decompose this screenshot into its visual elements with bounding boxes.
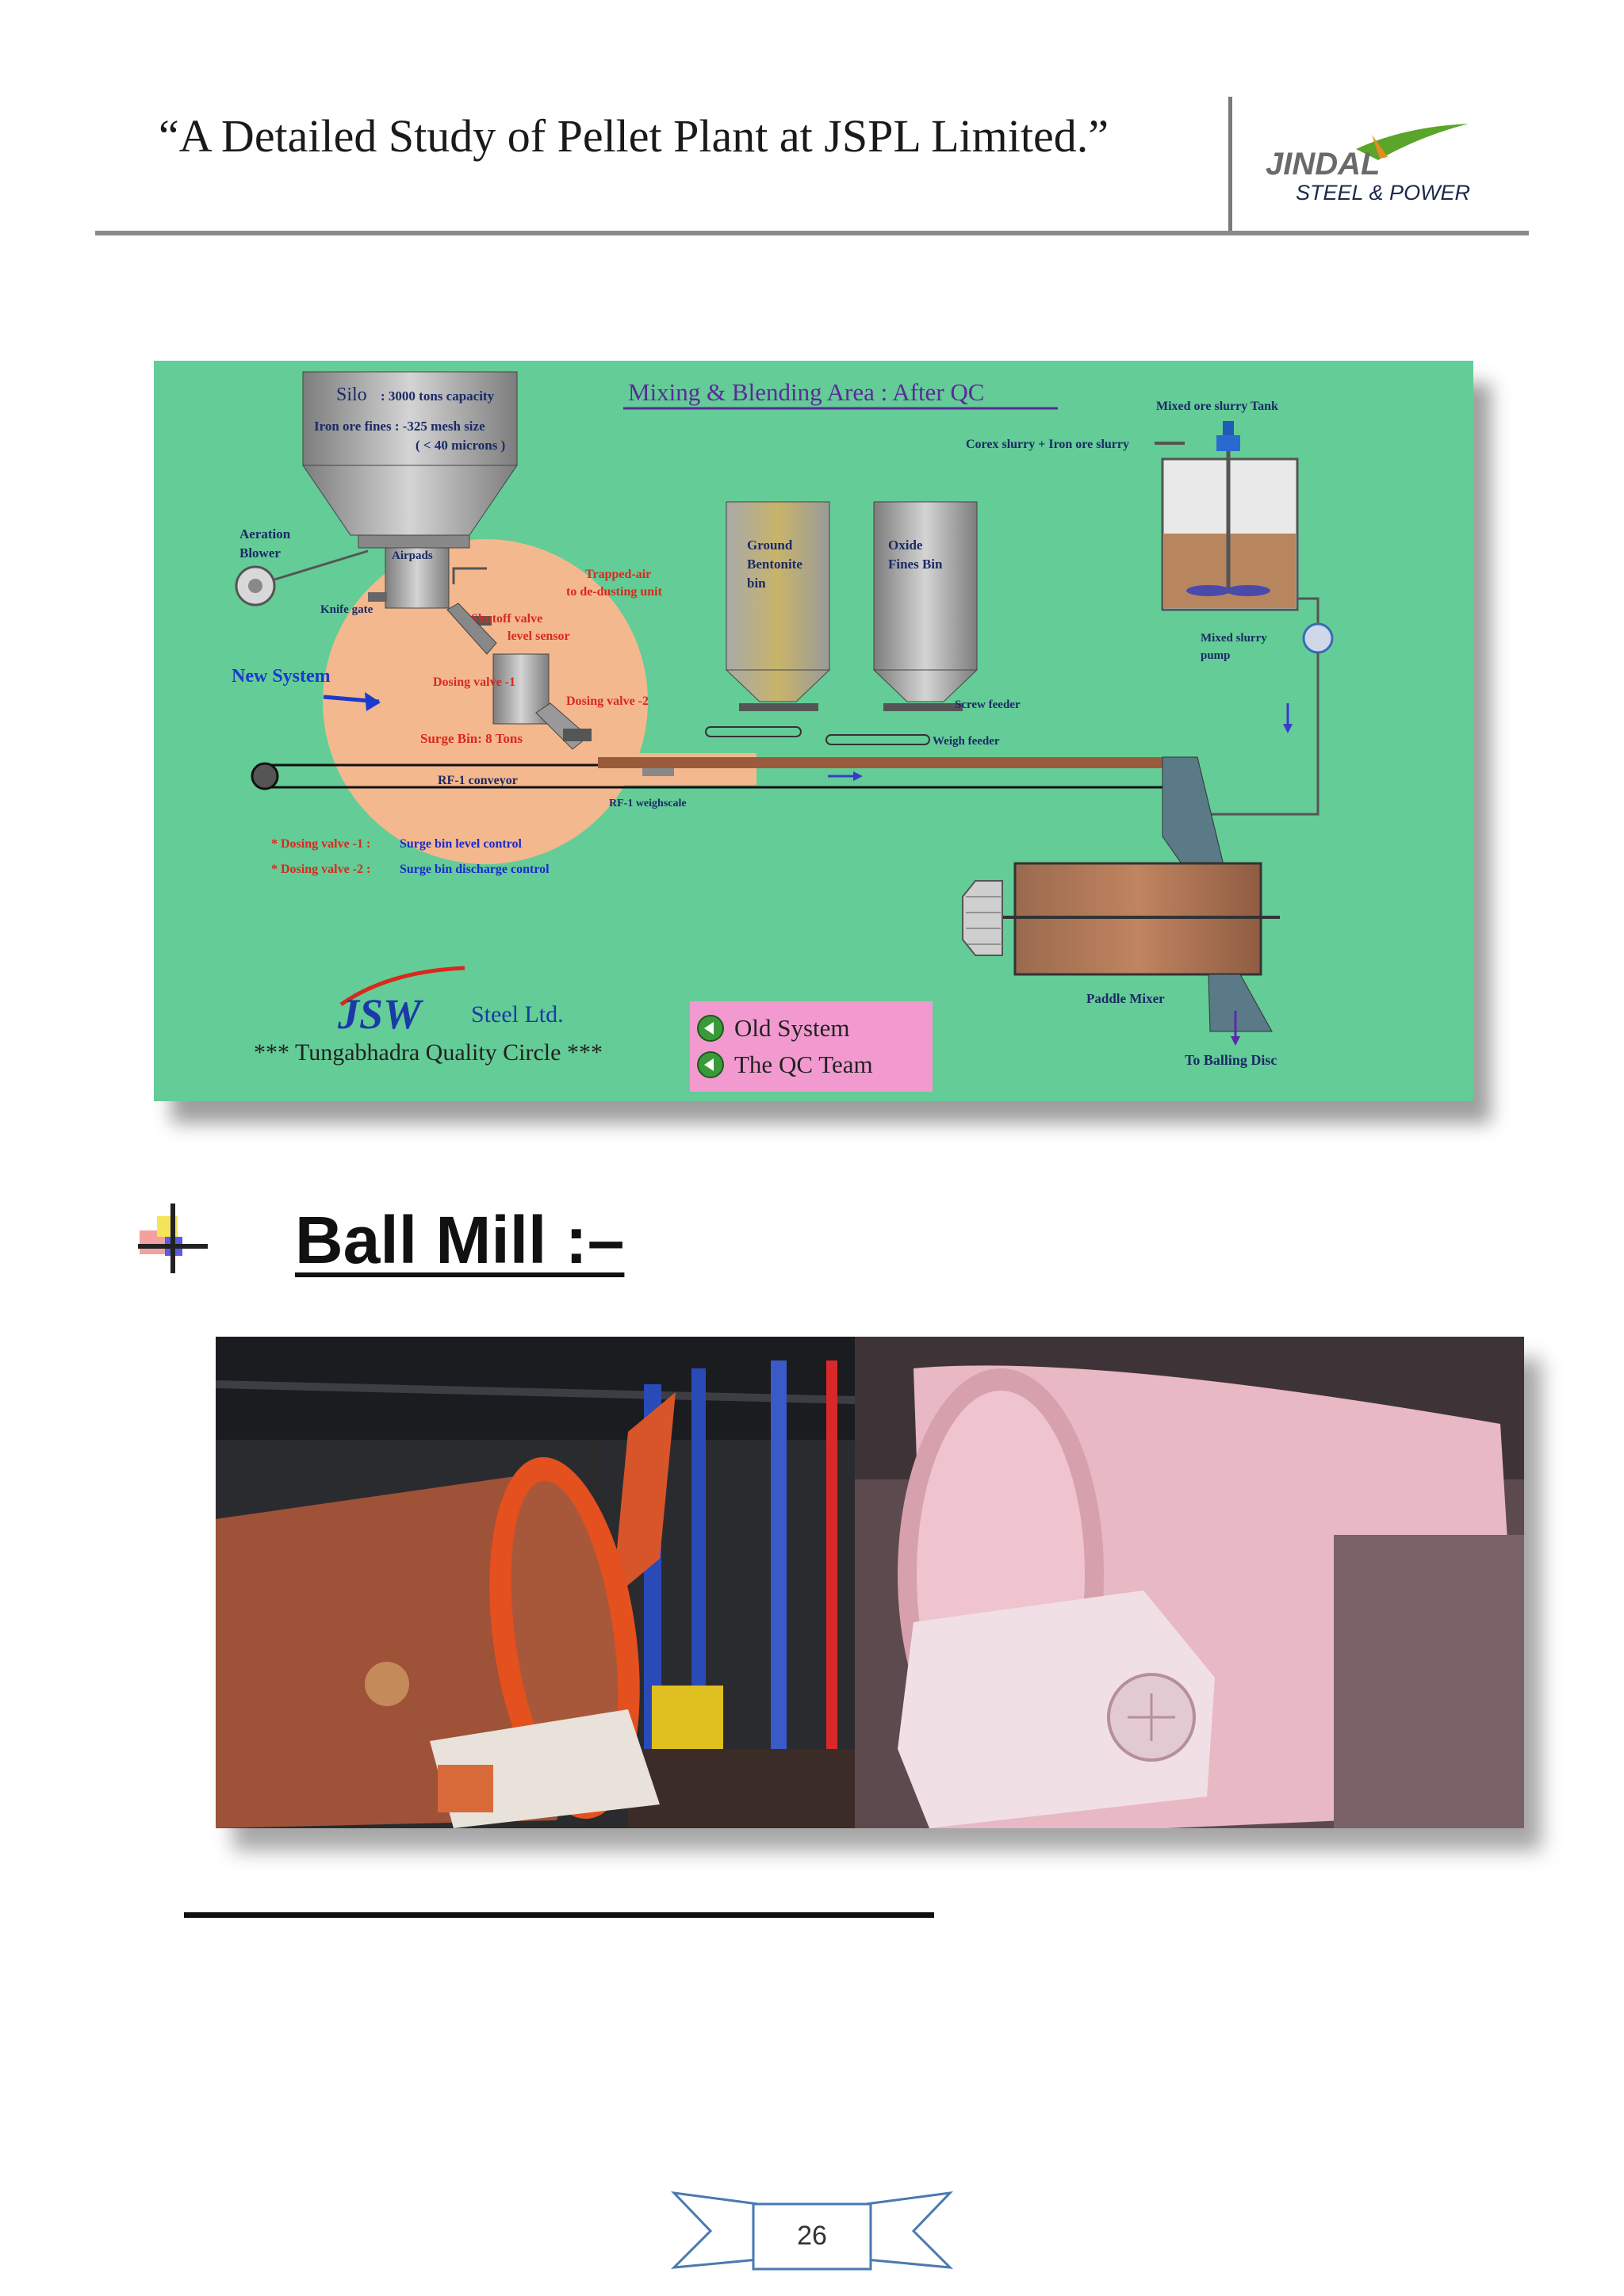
mixed-tank-label: Mixed ore slurry Tank	[1156, 400, 1278, 413]
dosing-valve-2-label: Dosing valve -2	[566, 695, 649, 708]
mixer-discharge	[1208, 974, 1273, 1032]
tank-motor	[1223, 421, 1234, 435]
mixing-blending-diagram: Silo : 3000 tons capacity Iron ore fines…	[154, 361, 1473, 1101]
new-system-label: New System	[232, 666, 331, 687]
note-2-key: * Dosing valve -2 :	[271, 863, 370, 876]
trapped-air-2: to de-dusting unit	[566, 585, 663, 599]
corex-label: Corex slurry + Iron ore slurry	[966, 438, 1129, 451]
rf1-weighscale-label: RF-1 weighscale	[609, 798, 687, 809]
dosing-valve-1-label: Dosing valve -1	[433, 675, 515, 689]
weigh-feeder-label: Weigh feeder	[933, 735, 1000, 748]
surge-chute	[446, 603, 497, 655]
logo-text-jindal: JINDAL	[1266, 147, 1380, 182]
jindal-logo: JINDAL STEEL & POWER	[1261, 119, 1491, 214]
page-number-ribbon-icon	[670, 2188, 954, 2275]
weigh-feeder	[825, 734, 930, 745]
surge-bin-label: Surge Bin: 8 Tons	[420, 731, 523, 746]
oxide-label-2: Fines Bin	[888, 557, 943, 572]
paddle-mixer-label: Paddle Mixer	[1086, 991, 1165, 1006]
ball-mill-photo-left	[215, 1337, 856, 1828]
bentonite-bin	[726, 501, 830, 671]
bentonite-label-3: bin	[747, 576, 766, 591]
silo-airpads-flange	[358, 534, 470, 549]
header-divider-horizontal	[95, 231, 1529, 235]
legend-box	[690, 1001, 933, 1092]
airpads-label: Airpads	[392, 549, 433, 562]
note-2-value: Surge bin discharge control	[400, 863, 550, 876]
silo-fines-2: ( < 40 microns )	[416, 438, 505, 453]
slurry-pump-label-2: pump	[1201, 649, 1231, 662]
bentonite-label-1: Ground	[747, 538, 793, 553]
trapped-air-1: Trapped-air	[585, 568, 651, 581]
document-header-title: “A Detailed Study of Pellet Plant at JSP…	[159, 110, 1109, 162]
note-1-value: Surge bin level control	[400, 837, 522, 851]
to-balling-label: To Balling Disc	[1185, 1052, 1277, 1068]
jsw-brand-text: JSW	[337, 990, 424, 1038]
knife-gate	[368, 592, 387, 602]
slurry-pump-label-1: Mixed slurry	[1201, 632, 1267, 645]
jsw-steel-text: Steel Ltd.	[471, 1001, 564, 1027]
header-divider-vertical	[1228, 97, 1232, 233]
oxide-bin	[873, 501, 978, 671]
silo-outlet	[385, 547, 450, 609]
mixer-motor	[962, 880, 1003, 956]
quality-circle-text: *** Tungabhadra Quality Circle ***	[254, 1039, 603, 1066]
horizontal-rule	[184, 1912, 934, 1918]
shutoff-label-2: level sensor	[508, 629, 570, 643]
logo-text-steel-power: STEEL & POWER	[1296, 181, 1470, 205]
oxide-label-1: Oxide	[888, 538, 923, 553]
silo-capacity: : 3000 tons capacity	[381, 388, 495, 404]
bentonite-label-2: Bentonite	[747, 557, 802, 572]
ball-mill-photo-right	[855, 1337, 1524, 1828]
jsw-swoosh-icon	[339, 966, 465, 1007]
silo-label: Silo	[336, 385, 367, 405]
legend-qc-team: The QC Team	[734, 1050, 873, 1078]
legend-old-system: Old System	[734, 1014, 850, 1042]
conveyor-material	[598, 757, 1169, 768]
silo-fines-1: Iron ore fines : -325 mesh size	[314, 419, 485, 434]
diagram-title: Mixing & Blending Area : After QC	[628, 378, 984, 406]
logo-swoosh-icon	[1356, 124, 1469, 160]
silo-body	[302, 371, 518, 466]
note-1-key: * Dosing valve -1 :	[271, 837, 370, 851]
logo-flame-icon	[1372, 135, 1388, 159]
rf1-conveyor-label: RF-1 conveyor	[438, 774, 518, 787]
silo-cone	[302, 465, 518, 536]
aeration-label-1: Aeration	[239, 526, 291, 541]
slurry-pump-icon	[1302, 622, 1334, 654]
new-system-arrow-icon	[365, 692, 381, 711]
bullet-icon	[133, 1200, 209, 1276]
ball-mill-photos	[215, 1337, 1524, 1828]
screw-feeder	[705, 726, 802, 737]
page-number: 26	[797, 2221, 827, 2251]
shutoff-label-1: Shutoff valve	[471, 612, 542, 626]
section-heading-ball-mill: Ball Mill :–	[295, 1203, 625, 1277]
mixer-hopper	[1162, 756, 1225, 869]
knife-gate-label: Knife gate	[320, 603, 373, 616]
screw-feeder-label: Screw feeder	[955, 698, 1021, 711]
aeration-label-2: Blower	[239, 545, 281, 561]
